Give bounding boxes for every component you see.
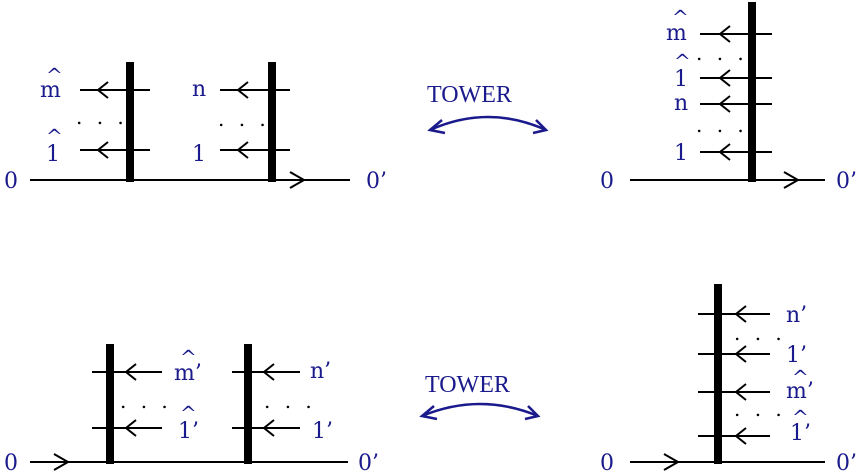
arrowhead-left [734, 383, 747, 401]
label-1-prime: 1’ [312, 419, 333, 444]
label-n: n [674, 91, 688, 116]
arrowhead-right-icon [532, 119, 549, 135]
arrowhead-left [124, 363, 137, 381]
label-m-prime: m’ [786, 379, 814, 404]
label-1: 1 [674, 141, 688, 166]
arrowhead-left [734, 305, 747, 323]
bottom-left-diagram: 0 0’ ^ m’ . . . ^ 1’ n’ . . . 1’ [4, 344, 379, 476]
double-arrow-curve [429, 115, 547, 132]
ellipsis: . . . [734, 397, 786, 421]
end-label: 0’ [358, 451, 379, 476]
baseline-arrowhead [783, 171, 801, 189]
hat-mark: ^ [792, 365, 809, 389]
ellipsis: . . . [120, 389, 172, 413]
hat-mark: ^ [792, 405, 809, 429]
arrowhead-right-icon [524, 405, 541, 421]
baseline-arrowhead [53, 453, 71, 471]
arrowhead-left [124, 419, 137, 437]
end-label: 0’ [366, 169, 387, 194]
label-m-prime: m’ [174, 361, 202, 386]
ellipsis: . . . [696, 41, 748, 65]
start-label: 0 [4, 451, 18, 476]
label-m: m [40, 78, 61, 103]
arrowhead-left [734, 427, 747, 445]
start-label: 0 [4, 169, 18, 194]
end-label: 0’ [836, 169, 857, 194]
label-n-prime: n’ [786, 303, 807, 328]
label-1-prime: 1’ [790, 421, 811, 446]
arrowhead-left [718, 95, 731, 113]
arrowhead-left [96, 141, 109, 159]
tower-transform-bottom: TOWER [419, 372, 541, 421]
label-m: m [666, 21, 687, 46]
arrowhead-left [718, 25, 731, 43]
hat-mark: ^ [46, 124, 63, 148]
label-1: 1 [192, 142, 206, 167]
hat-mark: ^ [674, 49, 691, 73]
hat-mark: ^ [46, 63, 63, 87]
label-n: n [192, 77, 206, 102]
arrowhead-left [262, 363, 275, 381]
top-left-diagram: 0 0’ ^ m . . . ^ 1 n . . . 1 [4, 62, 387, 194]
arrowhead-left [718, 69, 731, 87]
start-label: 0 [600, 169, 614, 194]
tower-transform-top: TOWER [427, 82, 549, 135]
arrowhead-left-icon [427, 119, 446, 135]
end-label: 0’ [836, 451, 857, 476]
tower-label: TOWER [425, 372, 510, 398]
label-1: 1 [674, 67, 688, 92]
hat-mark: ^ [180, 345, 197, 369]
label-1: 1 [46, 142, 60, 167]
baseline-arrowhead [289, 171, 307, 189]
ellipsis: . . . [734, 321, 786, 345]
ellipsis: . . . [696, 113, 748, 137]
arrowhead-left [236, 141, 249, 159]
arrowhead-left [262, 419, 275, 437]
ellipsis: . . . [76, 105, 128, 129]
double-arrow-curve [421, 402, 539, 418]
arrowhead-left [96, 81, 109, 99]
start-label: 0 [600, 451, 614, 476]
arrowhead-left [734, 345, 747, 363]
ellipsis: . . . [264, 389, 316, 413]
top-right-diagram: 0 0’ ^ m . . . ^ 1 n . . . 1 [600, 2, 857, 194]
label-1-prime: 1’ [178, 419, 199, 444]
tower-label: TOWER [427, 82, 512, 108]
hat-mark: ^ [672, 5, 689, 29]
arrowhead-left-icon [419, 405, 438, 421]
label-n-prime: n’ [310, 359, 331, 384]
arrowhead-left [718, 143, 731, 161]
label-1-prime: 1’ [786, 343, 807, 368]
bottom-right-diagram: 0 0’ n’ . . . 1’ ^ m’ . . . ^ 1’ [600, 284, 857, 476]
baseline-arrowhead [663, 453, 681, 471]
ellipsis: . . . [218, 107, 270, 131]
hat-mark: ^ [180, 401, 197, 425]
arrowhead-left [236, 81, 249, 99]
